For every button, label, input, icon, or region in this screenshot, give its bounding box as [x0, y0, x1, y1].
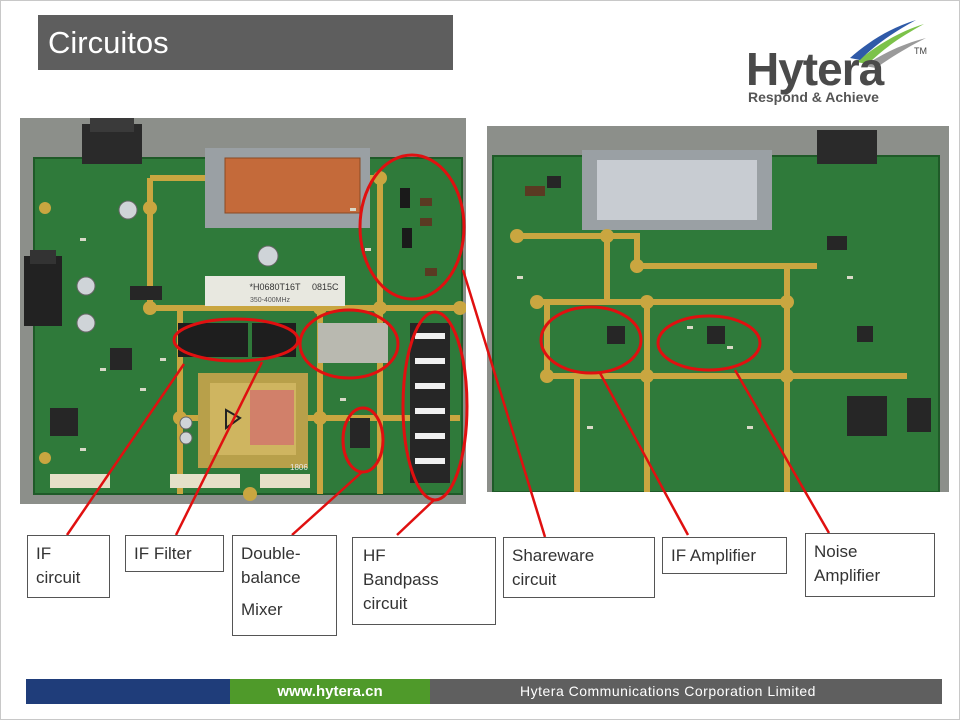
leader-hf-bandpass	[396, 499, 435, 536]
right-board-photo	[487, 126, 949, 492]
leader-if-amplifier	[598, 372, 690, 536]
leader-mixer	[291, 471, 363, 536]
marker-hf-bandpass	[401, 310, 469, 502]
label-if-circuit: IF circuit	[27, 535, 110, 598]
marker-double-balance	[341, 406, 385, 474]
marker-shareware	[539, 305, 643, 375]
label-if-amplifier-text: IF Amplifier	[671, 546, 757, 565]
marker-if-amplifier	[656, 314, 762, 372]
label-noise-line2: Amplifier	[814, 566, 881, 585]
label-mixer-line3: Mixer	[241, 600, 283, 619]
footer-company: Hytera Communications Corporation Limite…	[430, 679, 942, 704]
module-label: *H0680T16T	[249, 282, 301, 292]
label-if-circuit-line1: IF	[36, 544, 52, 563]
footer-blue-segment	[26, 679, 230, 704]
label-hf-line1: HF	[363, 546, 386, 565]
leader-if-circuit	[65, 363, 186, 536]
slide-title: Circuitos	[38, 15, 453, 70]
label-hf-line2: Bandpass	[363, 570, 439, 589]
label-if-filter: IF Filter	[125, 535, 224, 572]
label-if-amplifier: IF Amplifier	[662, 537, 787, 574]
leader-noise-amplifier	[733, 369, 831, 534]
logo-trademark: TM	[914, 46, 927, 56]
label-if-circuit-line2: circuit	[36, 568, 81, 587]
logo-tagline: Respond & Achieve	[748, 89, 879, 105]
label-noise-line1: Noise	[814, 542, 858, 561]
module-sub-label: 350-400MHz	[250, 297, 291, 304]
marker-hf-upper	[358, 153, 466, 301]
label-double-balance-mixer: Double- balance Mixer	[232, 535, 337, 636]
hytera-logo: Hytera TM Respond & Achieve	[742, 18, 932, 110]
right-board-drawing	[487, 126, 949, 492]
label-mixer-line1: Double-	[241, 544, 301, 563]
label-hf-bandpass: HF Bandpass circuit	[352, 537, 496, 625]
side-code-label: 1806	[290, 463, 308, 472]
logo-wordmark: Hytera	[746, 43, 884, 95]
footer-bar: www.hytera.cn Hytera Communications Corp…	[26, 679, 942, 704]
leader-shareware	[461, 269, 547, 538]
label-if-filter-text: IF Filter	[134, 544, 192, 563]
marker-if-filter	[172, 317, 300, 363]
label-shareware-line1: Shareware	[512, 546, 595, 565]
marker-mixer	[298, 308, 400, 380]
label-hf-line3: circuit	[363, 594, 408, 613]
label-shareware-line2: circuit	[512, 570, 557, 589]
footer-website: www.hytera.cn	[230, 679, 430, 704]
wings-icon	[850, 20, 926, 68]
leader-if-filter	[174, 361, 264, 536]
label-shareware: Shareware circuit	[503, 537, 655, 598]
chip-code-label: 0815C	[312, 282, 339, 292]
label-noise-amplifier: Noise Amplifier	[805, 533, 935, 597]
label-mixer-line2: balance	[241, 568, 301, 587]
